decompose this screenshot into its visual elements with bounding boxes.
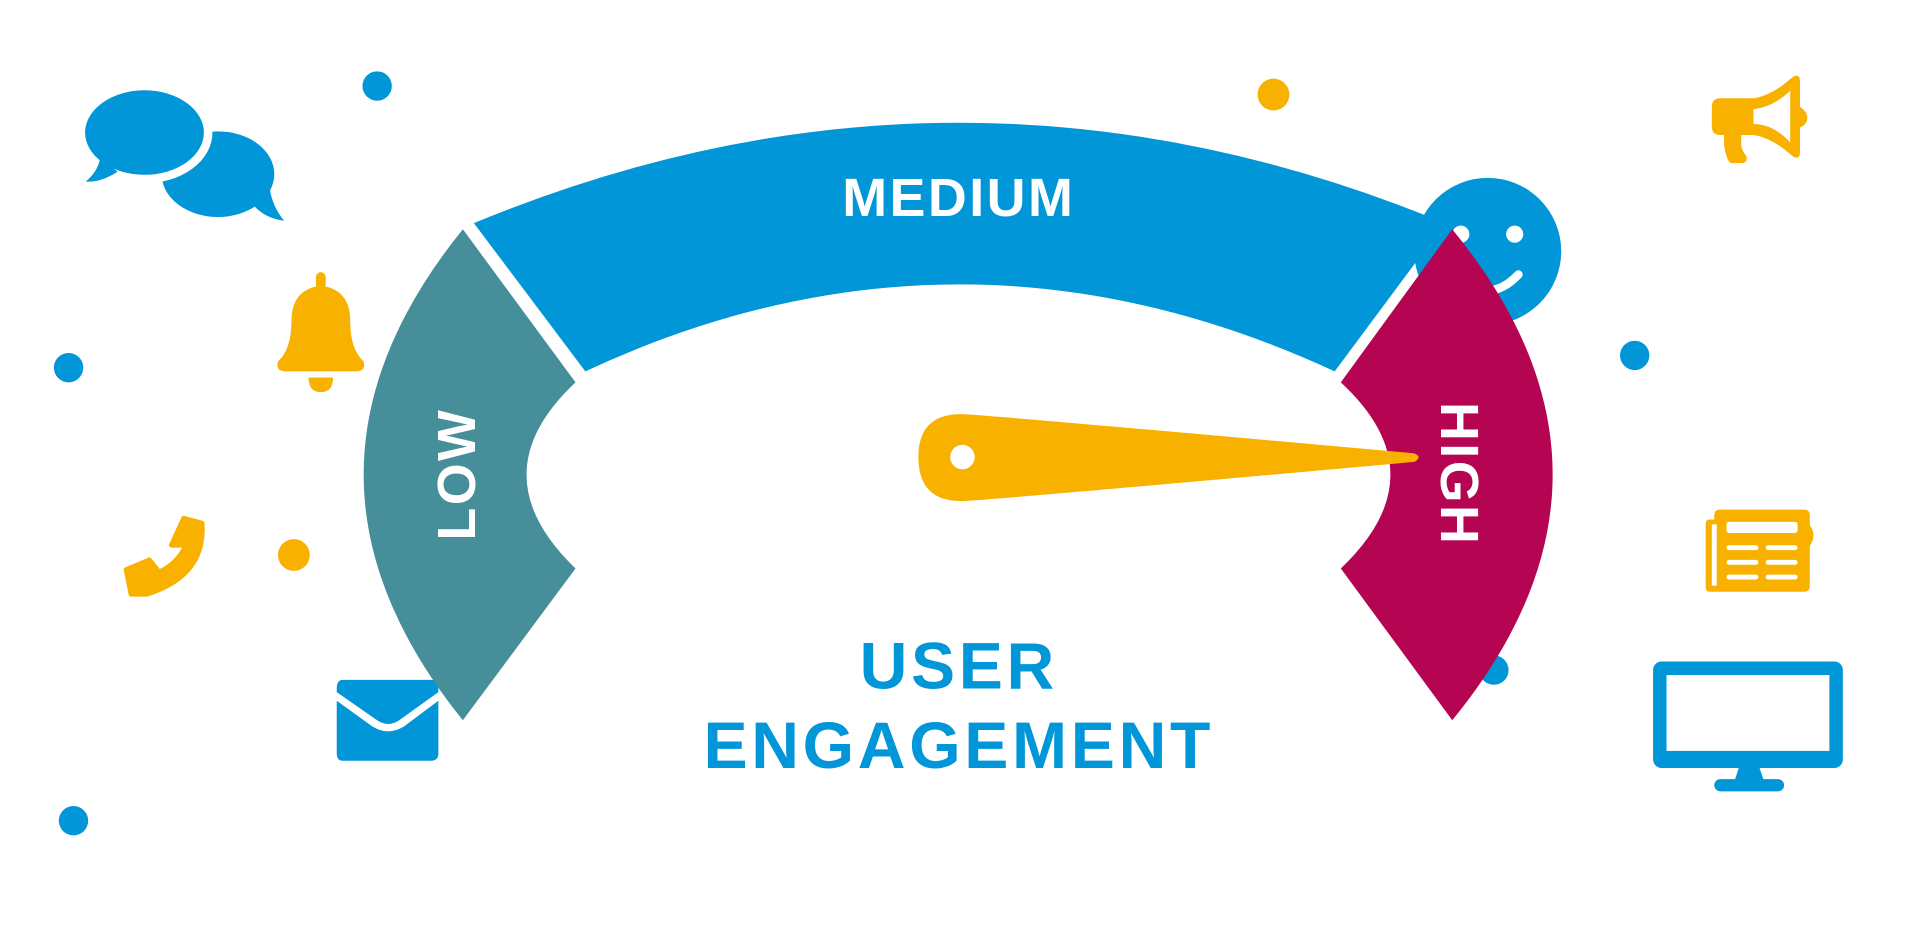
chat-bubbles-icon [76,81,285,221]
monitor-icon [1653,661,1843,792]
gauge-needle [918,414,1419,502]
newspaper-icon [1705,509,1810,592]
yellow-dot [1257,78,1290,111]
gauge-segment-low [363,229,576,721]
gauge-segment-high [1340,229,1553,721]
gauge-label-low: LOW [427,408,487,541]
blue-dot [58,806,89,836]
title-line-engagement: ENGAGEMENT [704,709,1215,783]
blue-dot [53,352,84,383]
blue-dot [362,71,392,101]
engagement-gauge: LOW MEDIUM HIGH [363,122,1553,721]
title-line-user: USER [860,629,1058,703]
yellow-dot [277,539,310,571]
gauge-segment-medium [473,122,1445,372]
blue-dot [1620,340,1650,371]
envelope-icon [336,679,439,761]
gauge-label-medium: MEDIUM [842,168,1075,228]
megaphone-icon [1711,75,1808,164]
bell-icon [277,272,365,393]
phone-icon [123,515,205,597]
needle-pivot-icon [950,444,975,470]
gauge-label-high: HIGH [1429,402,1489,546]
